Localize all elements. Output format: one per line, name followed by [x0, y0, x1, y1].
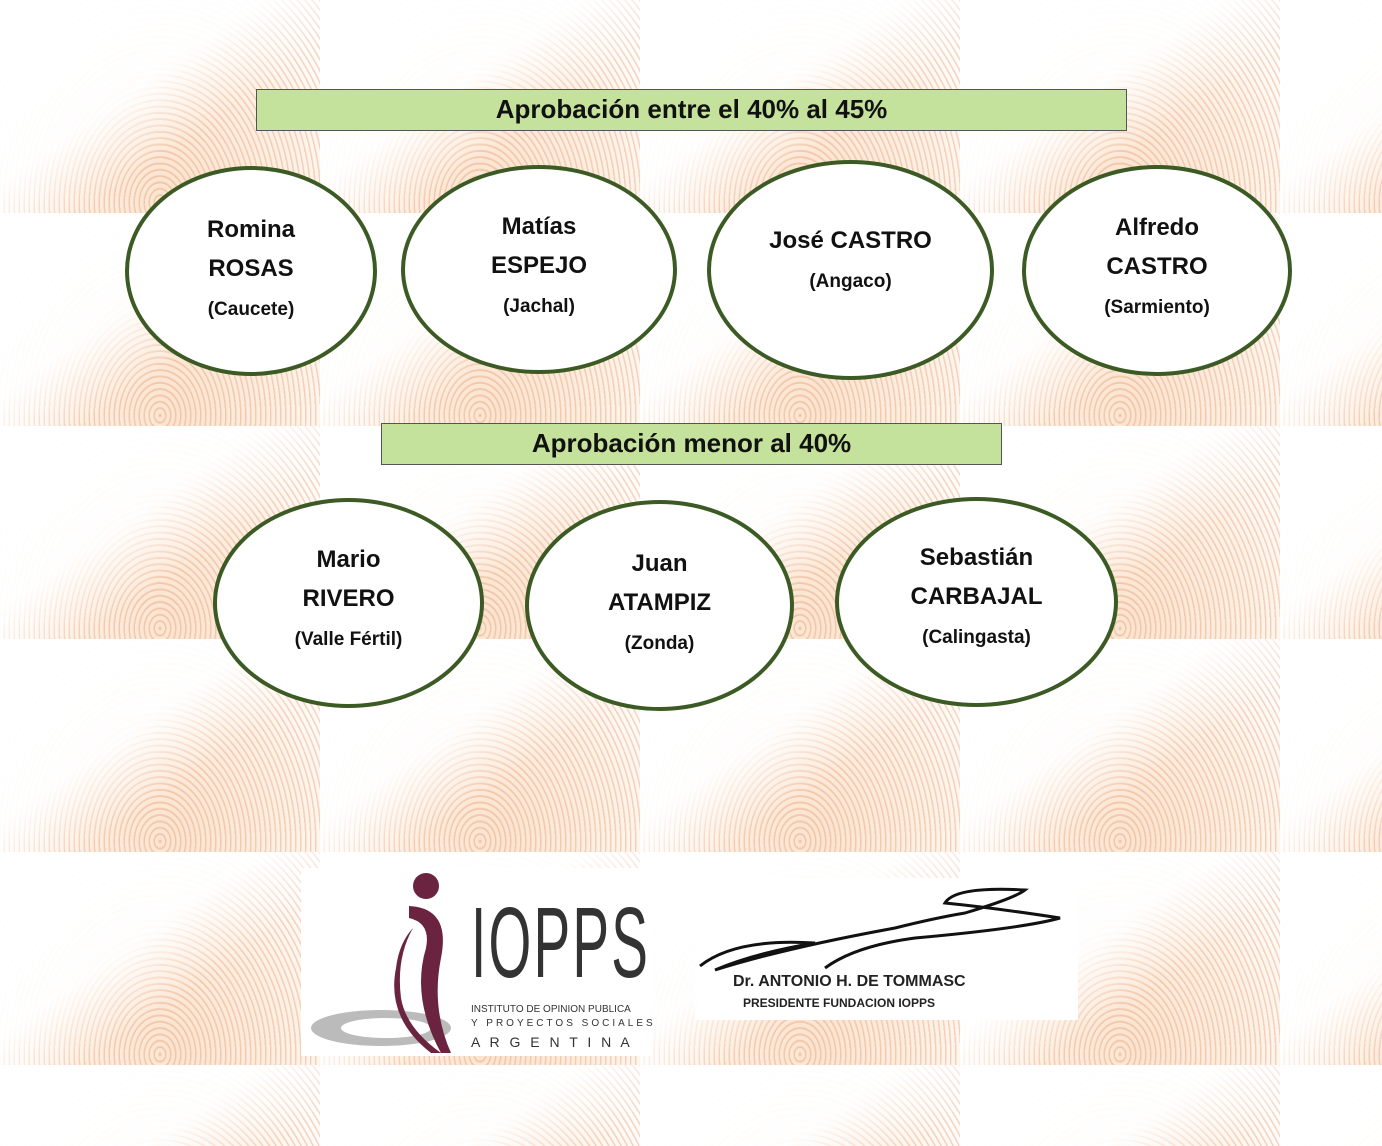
- signature-block: Dr. ANTONIO H. DE TOMMASC PRESIDENTE FUN…: [695, 878, 1078, 1020]
- candidate-name: José CASTRO: [769, 227, 932, 254]
- candidate-place: (Sarmiento): [1104, 297, 1210, 318]
- candidate-place: (Jachal): [503, 296, 575, 317]
- signature-scribble-icon: [699, 887, 1061, 972]
- candidate-first-name: Alfredo: [1115, 214, 1199, 241]
- section-banner-40-45: Aprobación entre el 40% al 45%: [256, 89, 1127, 131]
- candidate-place: (Angaco): [809, 271, 892, 292]
- candidate-last-name: ATAMPIZ: [607, 589, 712, 616]
- candidate-first-name: Mario: [316, 546, 381, 573]
- iopps-figure-icon: [311, 873, 451, 1053]
- candidate-last-name: CASTRO: [1106, 253, 1208, 280]
- candidate-jose-castro: José CASTRO (Angaco): [707, 160, 994, 380]
- candidate-place: (Valle Fértil): [294, 629, 403, 650]
- logo-line-3: A R G E N T I N A: [471, 1034, 633, 1050]
- section-banner-under-40: Aprobación menor al 40%: [381, 423, 1002, 465]
- logo-line-2: Y PROYECTOS SOCIALES: [471, 1018, 656, 1029]
- candidate-first-name: Romina: [206, 216, 295, 243]
- candidate-place: (Caucete): [207, 299, 295, 320]
- candidate-first-name: Juan: [631, 550, 688, 577]
- candidate-mario-rivero: Mario RIVERO (Valle Fértil): [213, 498, 484, 708]
- candidate-first-name: Matías: [501, 213, 577, 240]
- signature-name: Dr. ANTONIO H. DE TOMMASC: [733, 973, 966, 990]
- candidate-juan-atampiz: Juan ATAMPIZ (Zonda): [525, 500, 794, 711]
- candidate-place: (Zonda): [624, 633, 695, 654]
- signature-role: PRESIDENTE FUNDACION IOPPS: [743, 996, 936, 1010]
- logo-line-1: INSTITUTO DE OPINION PUBLICA: [471, 1004, 631, 1015]
- candidate-matias-espejo: Matías ESPEJO (Jachal): [401, 165, 677, 374]
- candidate-place: (Calingasta): [922, 627, 1031, 648]
- candidate-alfredo-castro: Alfredo CASTRO (Sarmiento): [1022, 165, 1292, 376]
- candidate-last-name: CARBAJAL: [910, 583, 1043, 610]
- logo-wordmark: IOPPS: [471, 887, 651, 999]
- candidate-last-name: RIVERO: [302, 585, 395, 612]
- iopps-logo: IOPPS INSTITUTO DE OPINION PUBLICA Y PRO…: [301, 868, 653, 1056]
- candidate-first-name: Sebastián: [919, 544, 1034, 571]
- candidate-last-name: ESPEJO: [490, 252, 588, 279]
- candidate-last-name: ROSAS: [208, 255, 294, 282]
- candidate-romina-rosas: Romina ROSAS (Caucete): [125, 166, 377, 376]
- candidate-sebastian-carbajal: Sebastián CARBAJAL (Calingasta): [835, 497, 1118, 707]
